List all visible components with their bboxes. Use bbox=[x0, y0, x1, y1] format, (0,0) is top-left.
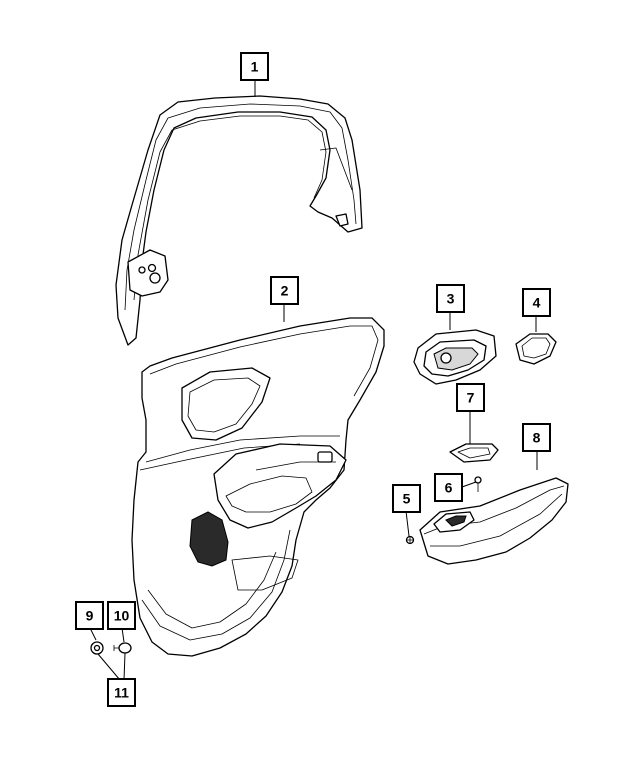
callout-2-label: 2 bbox=[281, 283, 289, 299]
callout-8: 8 bbox=[522, 423, 551, 452]
callout-1-label: 1 bbox=[251, 59, 259, 75]
part-10-push-pin bbox=[113, 642, 132, 654]
part-6-screw bbox=[474, 476, 482, 492]
part-1-door-frame-seal bbox=[115, 95, 363, 346]
callout-6: 6 bbox=[434, 473, 463, 502]
callout-1: 1 bbox=[240, 52, 269, 81]
callout-8-label: 8 bbox=[533, 430, 541, 446]
callout-7: 7 bbox=[456, 383, 485, 412]
callout-6-label: 6 bbox=[445, 480, 453, 496]
part-7-switch-bezel bbox=[449, 443, 499, 463]
callout-4: 4 bbox=[522, 288, 551, 317]
callout-4-label: 4 bbox=[533, 295, 541, 311]
callout-10-label: 10 bbox=[114, 608, 130, 624]
callout-3: 3 bbox=[436, 284, 465, 313]
part-5-screw bbox=[405, 535, 415, 545]
callout-5: 5 bbox=[392, 484, 421, 513]
callout-3-label: 3 bbox=[447, 291, 455, 307]
callout-10: 10 bbox=[107, 601, 136, 630]
callout-9: 9 bbox=[75, 601, 104, 630]
speaker-grille bbox=[189, 511, 229, 567]
callout-9-label: 9 bbox=[86, 608, 94, 624]
callout-7-label: 7 bbox=[467, 390, 475, 406]
part-2-door-trim-panel bbox=[131, 317, 385, 657]
part-9-nut bbox=[90, 641, 104, 655]
callout-2: 2 bbox=[270, 276, 299, 305]
callout-11: 11 bbox=[107, 678, 136, 707]
callout-5-label: 5 bbox=[403, 491, 411, 507]
part-4-bezel-insert bbox=[515, 333, 557, 365]
part-3-handle-bezel bbox=[413, 329, 497, 385]
callout-11-label: 11 bbox=[114, 685, 129, 701]
part-8-armrest bbox=[419, 477, 569, 565]
